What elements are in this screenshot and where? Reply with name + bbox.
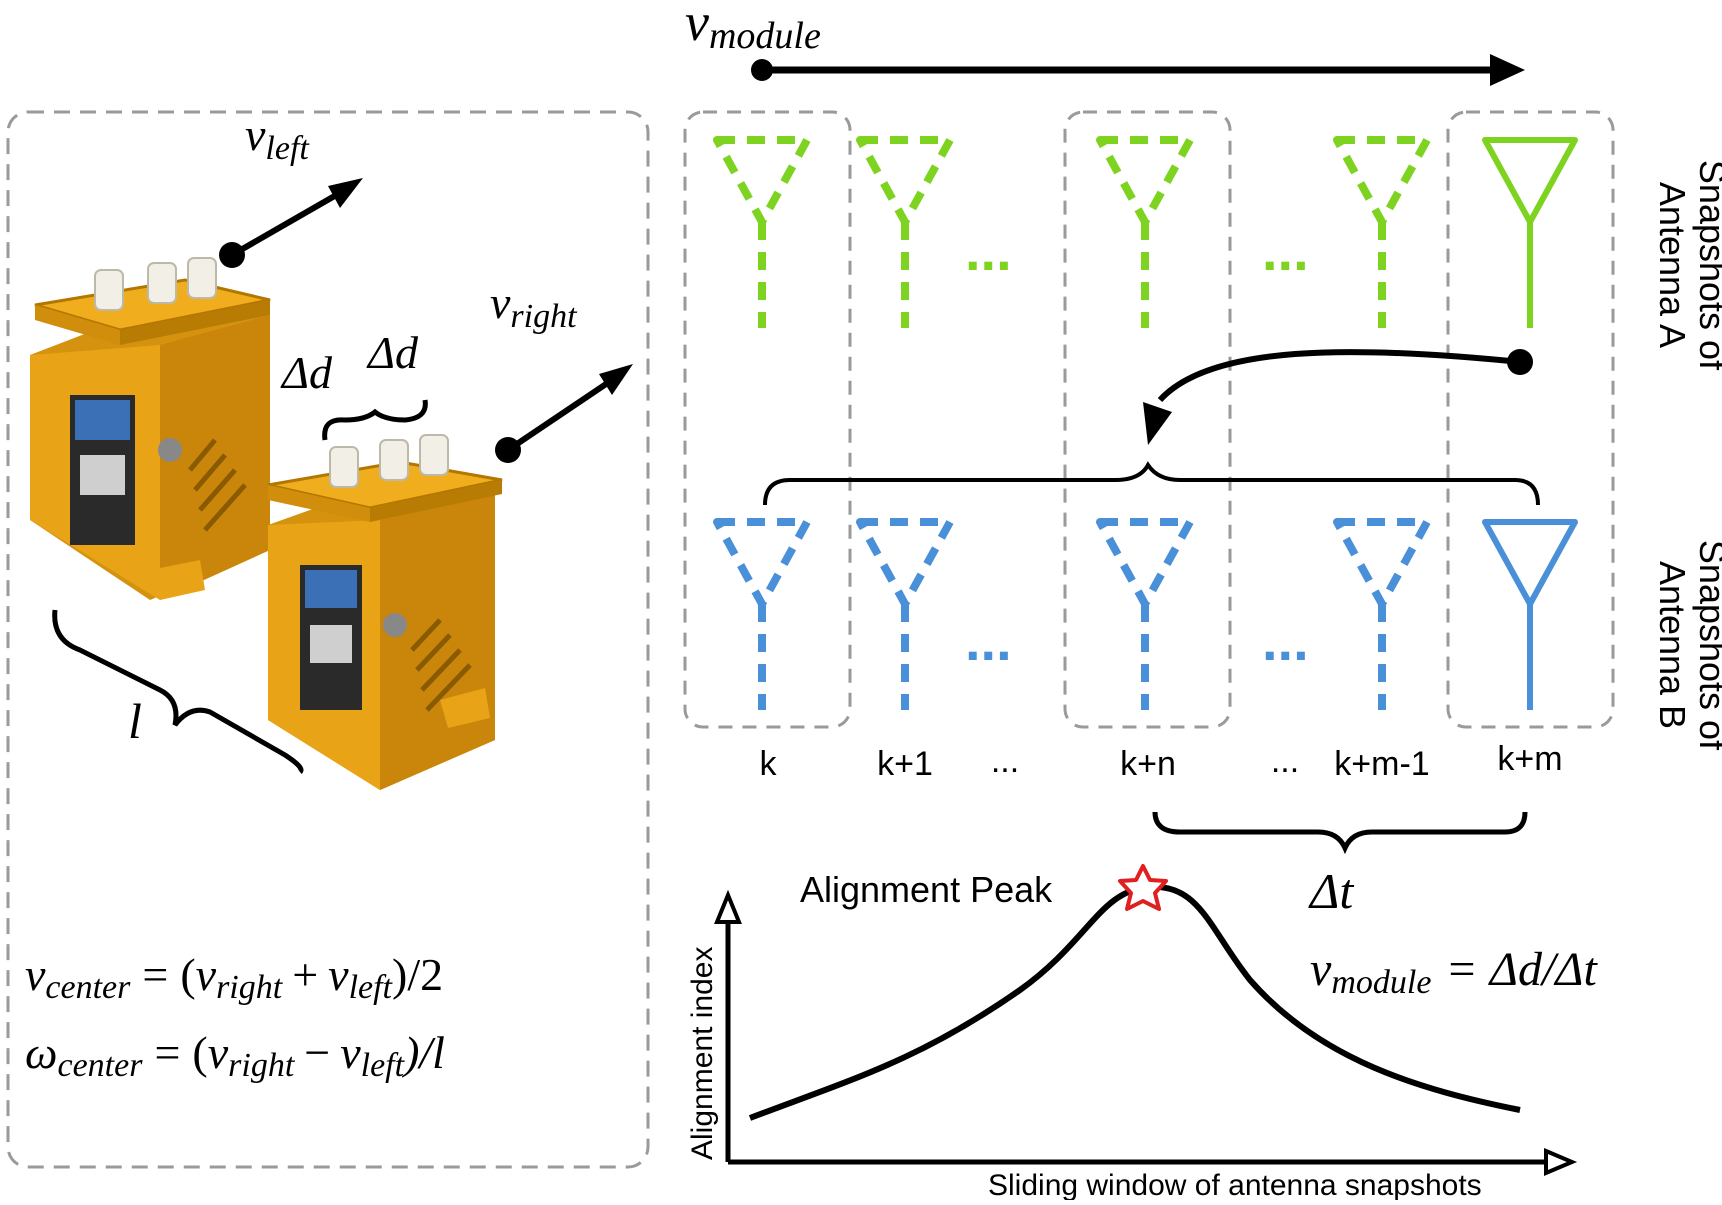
svg-text:Antenna A: Antenna A xyxy=(1652,182,1693,348)
y-axis-label: Alignment index xyxy=(686,947,719,1160)
alignment-curve xyxy=(750,887,1520,1118)
svg-text:Snapshots of: Snapshots of xyxy=(1692,160,1722,371)
delta-t-label: Δt xyxy=(1308,863,1354,919)
antenna-a-icon xyxy=(1485,140,1575,328)
antenna-b-row xyxy=(717,522,1575,710)
peak-label: Alignment Peak xyxy=(800,869,1053,910)
index-label: k xyxy=(760,745,778,783)
delta-d-label-2: Δd xyxy=(366,327,419,378)
row-a-label: Snapshots of Antenna A xyxy=(1652,160,1722,371)
delta-d-brace xyxy=(325,400,426,440)
peak-star-icon xyxy=(1120,866,1166,909)
index-label: k+m xyxy=(1497,740,1562,778)
ellipsis-a-2: ... xyxy=(1262,219,1309,282)
antenna-a-icon xyxy=(860,140,950,328)
svg-text:Snapshots of: Snapshots of xyxy=(1692,540,1722,751)
index-label: ... xyxy=(991,742,1019,780)
antenna-b-icon xyxy=(1485,522,1575,710)
ellipsis-b-1: ... xyxy=(965,609,1012,672)
antenna-b-icon xyxy=(860,522,950,710)
delta-t-brace xyxy=(1155,812,1525,848)
length-brace xyxy=(55,610,301,772)
equation-omega-center: ωcenter=(vright−vleft)/l xyxy=(25,1027,445,1084)
index-label: k+1 xyxy=(877,745,933,783)
ellipsis-a-1: ... xyxy=(965,219,1012,282)
v-module-equation: vmodule= Δd/Δt xyxy=(1310,943,1598,1001)
equation-v-center: vcenter=(vright+vleft)/2 xyxy=(25,949,443,1006)
plot-axes xyxy=(717,895,1572,1173)
length-label: l xyxy=(128,693,142,749)
index-label: ... xyxy=(1271,742,1299,780)
module-velocity-label: vmodule xyxy=(685,0,821,57)
v-left-label: vleft xyxy=(245,109,310,167)
module-velocity-arrow xyxy=(751,54,1525,86)
antenna-a-icon xyxy=(1337,140,1427,328)
index-label: k+n xyxy=(1120,745,1176,783)
antenna-b-icon xyxy=(717,522,807,710)
robot-right xyxy=(268,435,502,790)
mapping-arrow xyxy=(1143,349,1533,445)
ellipsis-b-2: ... xyxy=(1262,609,1309,672)
antenna-a-icon xyxy=(717,140,807,328)
delta-d-label-1: Δd xyxy=(280,347,333,398)
index-label: k+m-1 xyxy=(1334,745,1429,783)
v-left-arrow xyxy=(219,178,363,268)
row-b-label: Snapshots of Antenna B xyxy=(1652,540,1722,751)
antenna-a-icon xyxy=(1100,140,1190,328)
svg-text:Antenna B: Antenna B xyxy=(1652,561,1693,729)
antenna-b-icon xyxy=(1337,522,1427,710)
v-right-arrow xyxy=(495,364,633,463)
snapshot-window-brace xyxy=(765,465,1538,505)
index-labels: k k+1... k+n... k+m-1 k+m xyxy=(760,740,1563,783)
robot-left xyxy=(30,258,270,600)
antenna-a-row xyxy=(717,140,1575,328)
v-right-label: vright xyxy=(490,277,578,335)
antenna-b-icon xyxy=(1100,522,1190,710)
x-axis-label: Sliding window of antenna snapshots xyxy=(988,1169,1482,1200)
